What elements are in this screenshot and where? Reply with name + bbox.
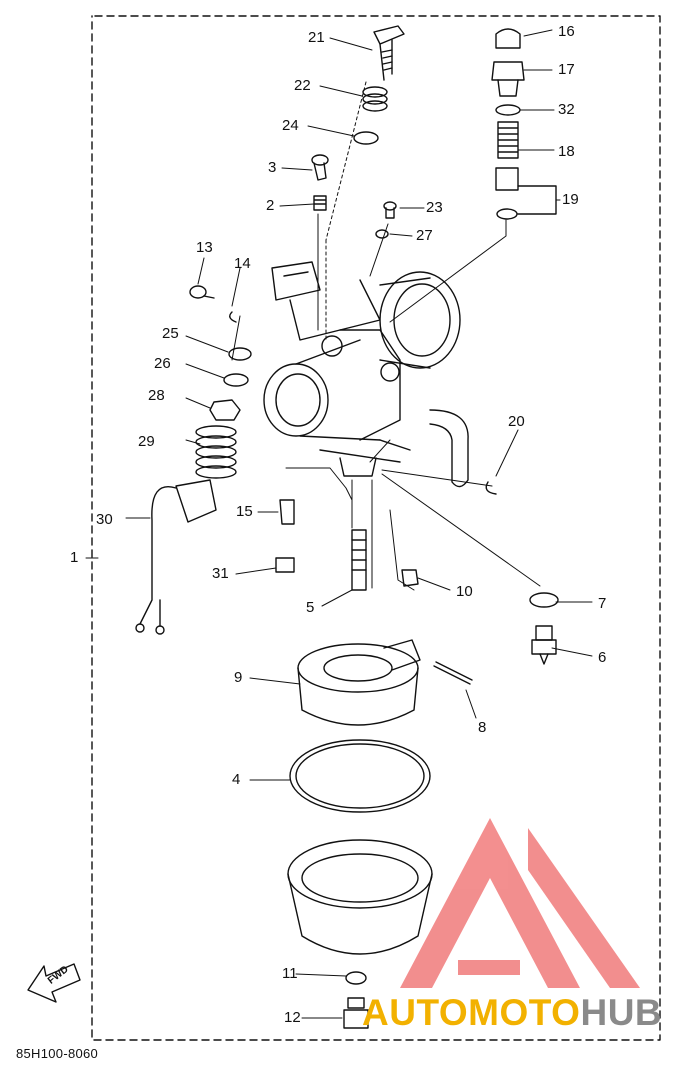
assembly-frame xyxy=(91,15,661,1041)
brand-part1: AUTOMOTO xyxy=(362,992,581,1033)
label-16: 16 xyxy=(558,23,575,40)
label-15: 15 xyxy=(236,503,253,520)
label-24: 24 xyxy=(282,117,299,134)
part-6-valve xyxy=(531,625,557,665)
part-18-spring xyxy=(497,121,519,159)
brand-part2: HUB xyxy=(580,992,663,1033)
part-21-screw xyxy=(373,25,405,81)
part-3-screw xyxy=(311,154,329,181)
part-19-plunger xyxy=(495,167,557,220)
label-7: 7 xyxy=(598,595,607,612)
part-2-spring xyxy=(313,195,327,211)
label-27: 27 xyxy=(416,227,433,244)
label-22: 22 xyxy=(294,77,311,94)
label-17: 17 xyxy=(558,61,575,78)
part-16-cap xyxy=(495,28,521,49)
label-32: 32 xyxy=(558,101,575,118)
part-26-washer xyxy=(223,373,249,387)
part-9-float xyxy=(297,639,421,726)
part-31-plug xyxy=(275,557,295,573)
label-1: 1 xyxy=(70,549,79,566)
label-14: 14 xyxy=(234,255,251,272)
watermark-brand: AUTOMOTOHUB xyxy=(362,992,662,1034)
carburetor-body xyxy=(263,261,469,488)
part-23-screw xyxy=(383,201,397,219)
part-25-washer xyxy=(228,347,252,361)
label-28: 28 xyxy=(148,387,165,404)
label-8: 8 xyxy=(478,719,487,736)
fwd-arrow-icon xyxy=(27,963,81,1003)
part-11-washer xyxy=(345,971,367,985)
label-21: 21 xyxy=(308,29,325,46)
label-23: 23 xyxy=(426,199,443,216)
part-4-gasket xyxy=(289,739,431,813)
part-22-spring xyxy=(362,86,388,112)
part-7-washer xyxy=(529,592,559,608)
label-30: 30 xyxy=(96,511,113,528)
label-9: 9 xyxy=(234,669,243,686)
part-28-nut xyxy=(209,399,241,421)
label-10: 10 xyxy=(456,583,473,600)
part-5-needle-jet xyxy=(351,529,367,591)
part-12-plug xyxy=(343,997,369,1029)
part-15-jet xyxy=(279,499,295,525)
part-20-clip xyxy=(485,481,497,495)
part-27-clip xyxy=(375,229,389,239)
label-19: 19 xyxy=(562,191,579,208)
part-17-nut xyxy=(491,61,525,97)
label-25: 25 xyxy=(162,325,179,342)
part-14-clip xyxy=(229,311,237,323)
label-4: 4 xyxy=(232,771,241,788)
part-32-oring xyxy=(495,104,521,116)
label-31: 31 xyxy=(212,565,229,582)
label-26: 26 xyxy=(154,355,171,372)
part-10-screw xyxy=(401,569,419,587)
label-6: 6 xyxy=(598,649,607,666)
label-18: 18 xyxy=(558,143,575,160)
part-8-pin xyxy=(433,661,473,685)
part-24-washer xyxy=(353,131,379,145)
drawing-code: 85H100-8060 xyxy=(16,1046,99,1061)
label-13: 13 xyxy=(196,239,213,256)
part-30-starter xyxy=(135,479,217,635)
watermark-logo xyxy=(400,818,640,988)
label-12: 12 xyxy=(284,1009,301,1026)
label-29: 29 xyxy=(138,433,155,450)
label-5: 5 xyxy=(306,599,315,616)
part-29-spring xyxy=(195,425,237,479)
part-13-screw xyxy=(189,285,215,299)
label-2: 2 xyxy=(266,197,275,214)
label-11: 11 xyxy=(282,965,298,982)
label-20: 20 xyxy=(508,413,525,430)
leader-lines xyxy=(85,29,593,1019)
float-bowl xyxy=(287,839,433,955)
label-3: 3 xyxy=(268,159,277,176)
